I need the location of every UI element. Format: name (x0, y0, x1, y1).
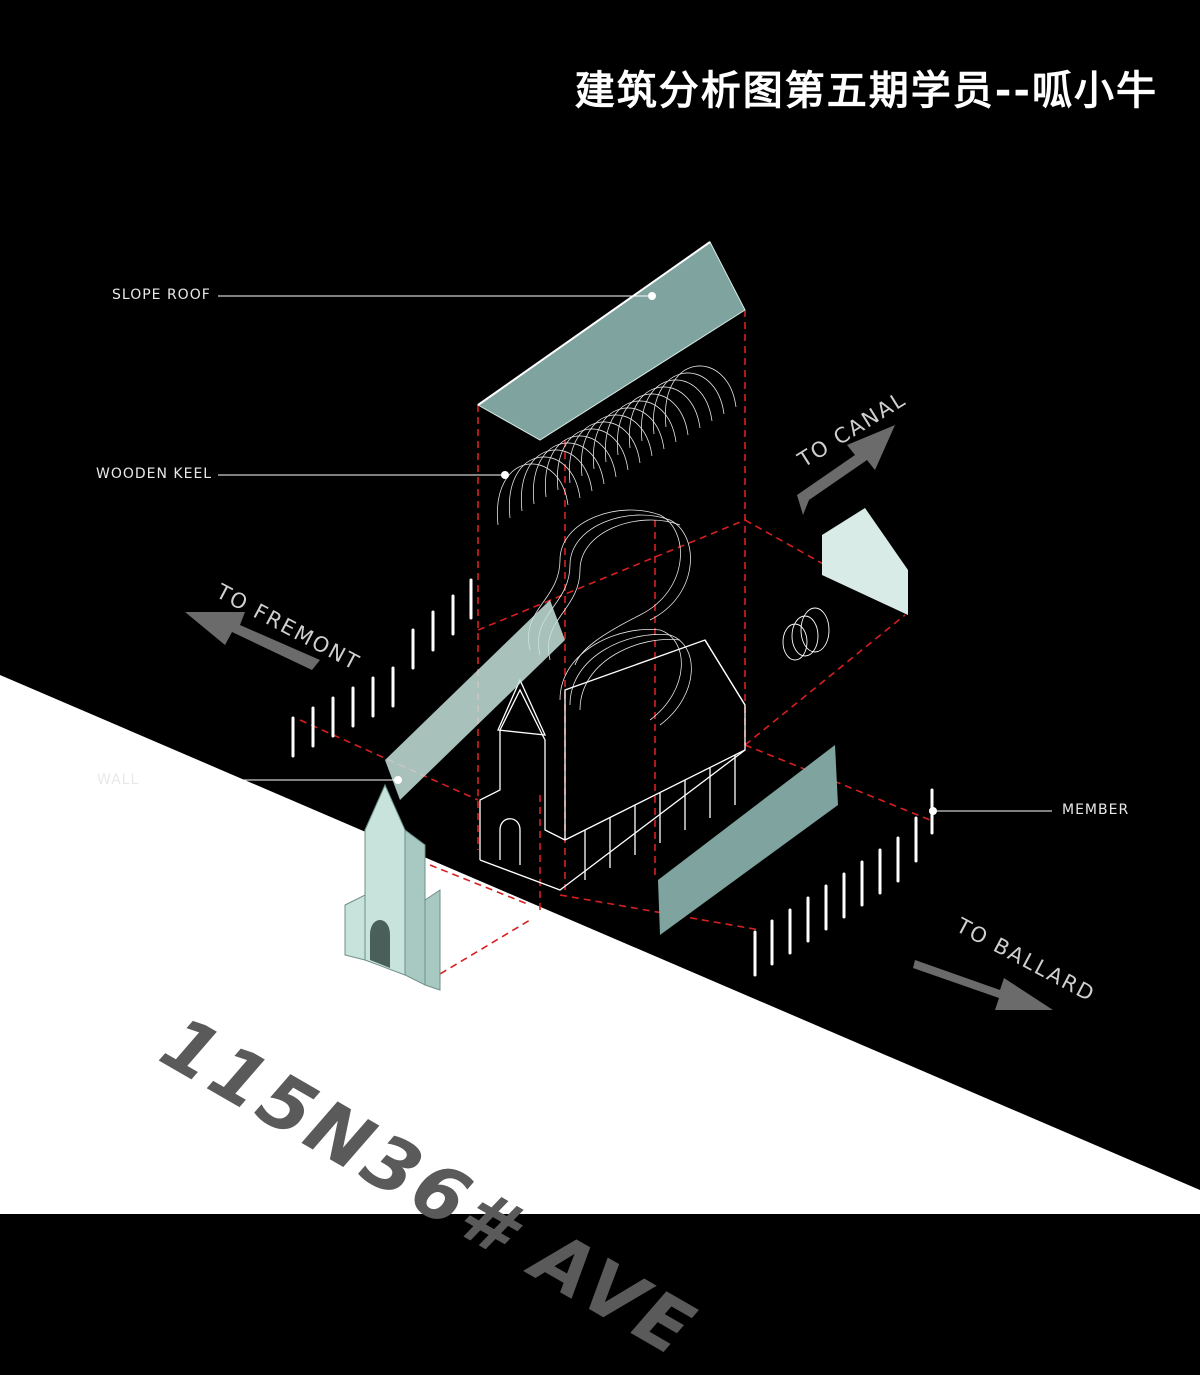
label-slope-roof: SLOPE ROOF (112, 287, 211, 303)
members-right (753, 788, 934, 977)
arrow-to-fremont (185, 612, 320, 670)
leader-lines (148, 295, 1052, 812)
gable-panel (822, 508, 908, 615)
arrow-to-canal (797, 425, 895, 515)
slope-roof (477, 241, 746, 441)
side-panel (658, 745, 838, 935)
leader-dots (394, 292, 937, 815)
label-wall: WALL (97, 772, 140, 788)
house-frame (479, 639, 746, 891)
members-left (291, 578, 473, 758)
label-wooden-keel: WOODEN KEEL (96, 466, 213, 482)
wall-tower (344, 783, 441, 991)
wall-panel (385, 600, 565, 800)
small-spiral (782, 607, 830, 661)
page-title: 建筑分析图第五期学员--呱小牛 (574, 68, 1158, 114)
ground-plane (0, 675, 1200, 1214)
exploded-axonometric-diagram (0, 241, 1200, 1214)
label-member: MEMBER (1062, 802, 1130, 818)
arrow-to-ballard (913, 960, 1053, 1010)
